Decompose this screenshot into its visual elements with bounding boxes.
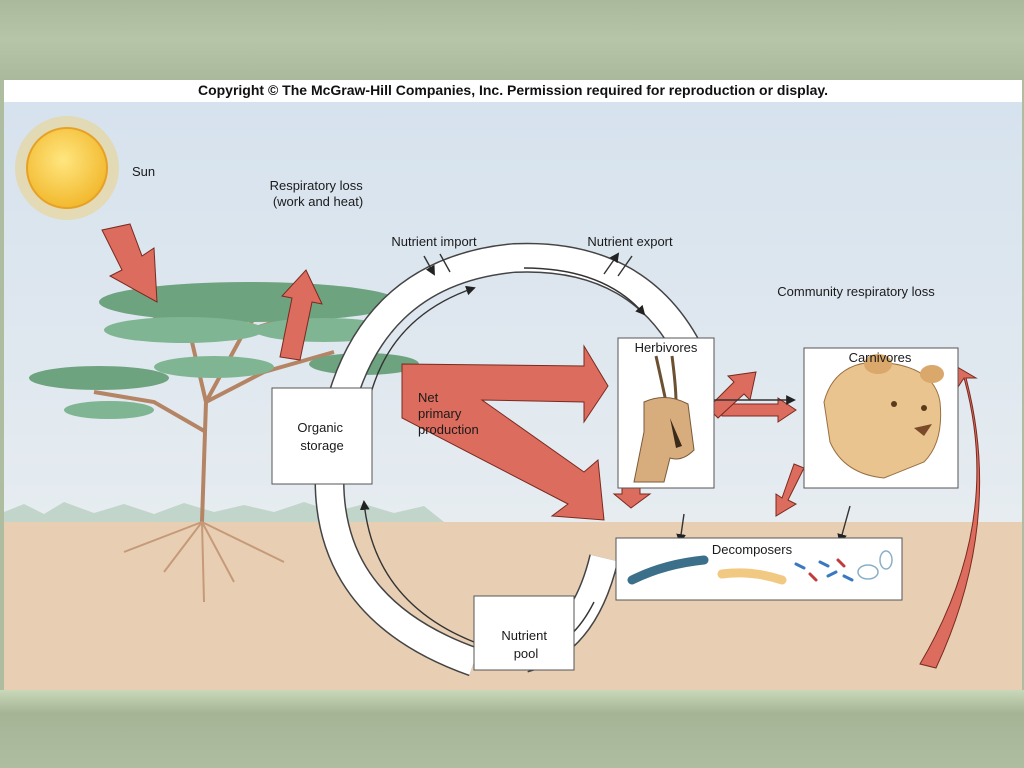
organic-storage-label: Organic storage <box>297 420 346 453</box>
decomposer-respiration-arrow <box>919 363 981 669</box>
nutrient-import-label: Nutrient import <box>391 234 477 249</box>
sunlight-arrow <box>101 223 158 303</box>
sun-icon <box>15 116 119 220</box>
nutrient-pool-box <box>473 595 575 671</box>
net-primary-production-label: Net primary production <box>418 390 479 437</box>
herbivore-respiration-arrow <box>707 371 757 419</box>
copyright-notice: Copyright © The McGraw-Hill Companies, I… <box>197 82 829 98</box>
carnivores-to-decomposers-arrow <box>775 463 805 517</box>
top-band <box>0 0 1024 80</box>
organic-storage-box <box>271 387 373 485</box>
decomposers-label: Decomposers <box>712 542 793 557</box>
ecosystem-diagram: Sun <box>4 102 1022 690</box>
nutrient-export-label: Nutrient export <box>587 234 673 249</box>
respiratory-loss-arrow <box>279 269 323 361</box>
herbivores-to-carnivores-arrow <box>721 397 797 423</box>
net-production-arrow <box>401 344 609 521</box>
decomposer-organisms <box>627 550 893 585</box>
herbivores-label: Herbivores <box>635 340 698 355</box>
lion-illustration <box>823 354 944 479</box>
nutrient-pool-label: Nutrient pool <box>501 628 550 661</box>
respiratory-loss-label: Respiratory loss (work and heat) <box>270 178 367 209</box>
gazelle-illustration <box>633 355 695 483</box>
sun-label: Sun <box>132 164 155 179</box>
carnivores-label: Carnivores <box>849 350 912 365</box>
community-respiratory-loss-label: Community respiratory loss <box>777 284 935 299</box>
bottom-band <box>0 690 1024 768</box>
figure-frame: Copyright © The McGraw-Hill Companies, I… <box>4 80 1022 690</box>
